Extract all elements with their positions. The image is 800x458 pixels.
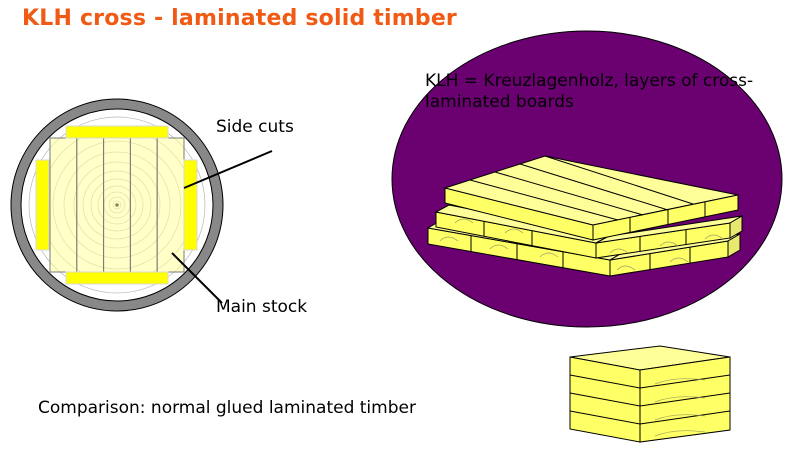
side-cuts-label: Side cuts [216,117,294,137]
main-stock-label: Main stock [216,297,308,317]
klh-definition-label: KLH = Kreuzlagenholz, layers of cross-la… [425,71,754,112]
slide-title: KLH cross - laminated solid timber [22,6,457,31]
side-cut-right [183,159,198,251]
side-cut-top [65,125,169,139]
side-cut-left [35,159,50,251]
klh-illustration [391,30,783,328]
side-cut-boards [35,125,198,285]
main-stock-leader [171,252,223,304]
side-cut-bottom [65,271,169,285]
klh-end-grain [439,218,724,271]
side-cuts-leader [183,150,273,189]
comparison-label: Comparison: normal glued laminated timbe… [38,398,416,418]
glulam-block [569,345,731,443]
main-stock-boards [49,137,185,273]
klh-top-layer [443,155,739,241]
log-cross-section [10,98,273,312]
